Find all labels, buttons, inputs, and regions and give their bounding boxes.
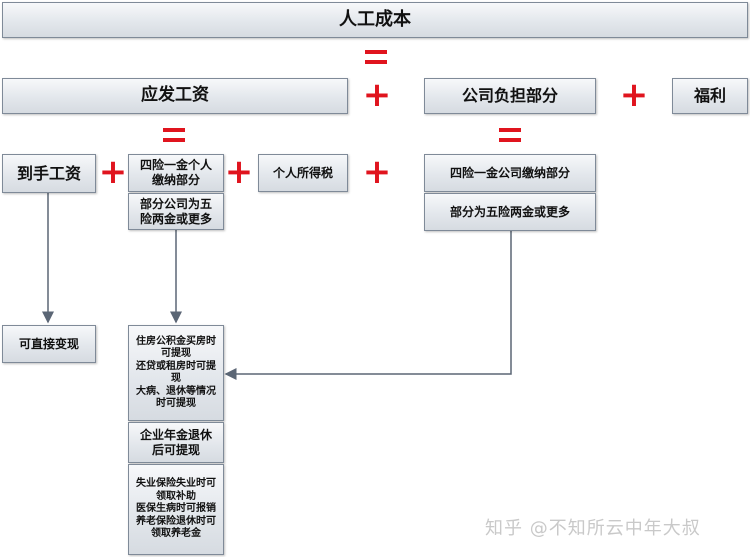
personal-five-two-box: 部分公司为五险两金或更多: [128, 193, 224, 230]
insurance-notes-label: 失业保险失业时可领取补助 医保生病时可报销 养老保险退休时可领取养老金: [136, 478, 216, 540]
equals-sign: [161, 122, 187, 148]
annuity-box: 企业年金退休后可提现: [128, 422, 224, 463]
company-insurance-label: 四险一金公司缴纳部分: [449, 165, 570, 180]
direct-cash-label: 可直接变现: [18, 336, 79, 351]
company-five-two-box: 部分为五险两金或更多: [424, 193, 596, 231]
take-home-pay-label: 到手工资: [16, 163, 81, 183]
take-home-pay-box: 到手工资: [2, 154, 96, 193]
equals-sign: [363, 44, 389, 70]
housing-fund-box: 住房公积金买房时可提现 还贷或租房时可提现 大病、退休等情况时可提现: [128, 325, 224, 421]
plus-sign: +: [362, 152, 392, 192]
personal-five-two-label: 部分公司为五险两金或更多: [139, 196, 212, 226]
income-tax-box: 个人所得税: [258, 154, 348, 192]
company-portion-label: 公司负担部分: [461, 86, 558, 105]
arrow-company-to-notes: [224, 231, 512, 380]
company-insurance-box: 四险一金公司缴纳部分: [424, 154, 596, 192]
labor-cost-box: 人工成本: [2, 2, 748, 38]
personal-insurance-box: 四险一金个人缴纳部分: [128, 154, 224, 192]
welfare-box: 福利: [672, 78, 748, 114]
gross-pay-label: 应发工资: [141, 85, 209, 106]
housing-fund-label: 住房公积金买房时可提现 还贷或租房时可提现 大病、退休等情况时可提现: [136, 335, 216, 410]
welfare-label: 福利: [693, 86, 726, 105]
gross-pay-box: 应发工资: [2, 78, 348, 114]
watermark: 知乎 @不知所云中年大叔: [485, 518, 701, 539]
annuity-label: 企业年金退休后可提现: [139, 427, 212, 457]
company-portion-box: 公司负担部分: [424, 78, 596, 114]
plus-sign: +: [362, 75, 392, 115]
plus-sign: +: [619, 75, 649, 115]
income-tax-label: 个人所得税: [272, 165, 333, 180]
personal-insurance-label: 四险一金个人缴纳部分: [139, 158, 212, 187]
plus-sign: +: [98, 152, 128, 192]
direct-cash-box: 可直接变现: [2, 325, 96, 363]
equals-sign: [497, 122, 523, 148]
insurance-notes-box: 失业保险失业时可领取补助 医保生病时可报销 养老保险退休时可领取养老金: [128, 464, 224, 555]
plus-sign: +: [224, 152, 254, 192]
labor-cost-label: 人工成本: [339, 8, 411, 30]
company-five-two-label: 部分为五险两金或更多: [449, 204, 570, 219]
